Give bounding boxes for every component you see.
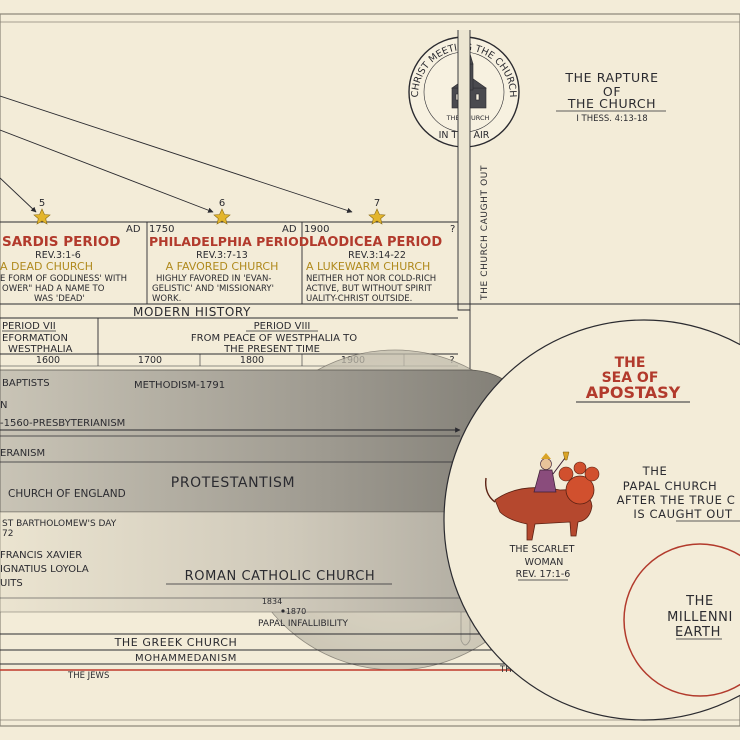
n-label: N [0, 400, 7, 411]
period8-line3: THE PRESENT TIME [223, 344, 320, 355]
philadelphia-reference: REV.3:7-13 [196, 250, 248, 261]
loyola-label: IGNATIUS LOYOLA [0, 564, 89, 575]
xavier-label: FRANCIS XAVIER [0, 550, 82, 561]
paper-border [0, 13, 740, 727]
modern-history-title: MODERN HISTORY [133, 305, 251, 319]
laodicea-reference: REV.3:14-22 [348, 250, 406, 261]
apostasy-line2: SEA OF [602, 370, 659, 386]
period8-line1: PERIOD VIII [254, 321, 311, 332]
laodicea-desc-1: NEITHER HOT NOR COLD-RICH [306, 274, 436, 284]
philadelphia-desc-1: HIGHLY FAVORED IN 'EVAN- [156, 274, 271, 284]
papal-infallibility-label: PAPAL INFALLIBILITY [258, 619, 348, 629]
sardis-desc-1: E FORM OF GODLINESS' WITH [0, 274, 127, 284]
philadelphia-desc-2: GELISTIC' AND 'MISSIONARY' [152, 284, 274, 294]
year-label: 1800 [240, 355, 264, 366]
millennium-line3: EARTH [675, 625, 721, 640]
methodism-label: METHODISM-1791 [134, 380, 225, 391]
year-1870-label: 1870 [286, 607, 306, 616]
sardis-period: 5 AD SARDIS PERIOD REV.3:1-6 A DEAD CHUR… [0, 198, 141, 304]
laodicea-period: 7 1900 ? LAODICEA PERIOD REV.3:14-22 A L… [304, 198, 455, 304]
scarlet-woman-line1: THE SCARLET [509, 544, 575, 555]
jesuits-label: UITS [0, 578, 23, 589]
sardis-number: 5 [39, 198, 45, 209]
year-1834-label: 1834 [262, 597, 282, 606]
philadelphia-era: AD [282, 224, 297, 235]
laodicea-name: LAODICEA PERIOD [309, 235, 442, 250]
philadelphia-desc-3: WORK. [152, 294, 181, 304]
church-of-england-label: CHURCH OF ENGLAND [8, 488, 126, 500]
philadelphia-name: PHILADELPHIA PERIOD [149, 234, 309, 249]
scarlet-woman-beast-illustration [485, 451, 600, 541]
apostasy-line3: APOSTASY [586, 383, 681, 402]
scarlet-woman-line3: REV. 17:1-6 [516, 569, 571, 580]
period-arrow-1 [0, 129, 214, 213]
presbyterianism-label: -1560-PRESBYTERIANISM [0, 418, 125, 429]
rapture-reference: I THESS. 4:13-18 [576, 114, 647, 124]
period8-line2: FROM PEACE OF WESTPHALIA TO [191, 333, 357, 344]
millennium-line2: MILLENNI [667, 610, 733, 625]
period7-line2: EFORMATION [2, 333, 68, 344]
period7-line1: PERIOD VII [2, 321, 56, 332]
protestantism-label: PROTESTANTISM [171, 475, 295, 491]
apostasy-line1: THE [615, 355, 646, 371]
laodicea-subtitle: A LUKEWARM CHURCH [306, 260, 430, 273]
philadelphia-number: 6 [219, 198, 225, 209]
baptists-label: BAPTISTS [2, 378, 50, 389]
philadelphia-period: 6 1750 AD PHILADELPHIA PERIOD REV.3:7-13… [149, 198, 309, 304]
period-arrow-3 [0, 177, 37, 213]
papal-church-line2: PAPAL CHURCH [623, 479, 718, 493]
eranism-label: ERANISM [0, 448, 45, 459]
star-icon [213, 208, 231, 225]
scarlet-woman-line2: WOMAN [525, 557, 564, 568]
year-label: 1700 [138, 355, 162, 366]
jews-left-label: THE JEWS [67, 671, 109, 681]
philadelphia-subtitle: A FAVORED CHURCH [166, 260, 279, 273]
church-caught-out-label: THE CHURCH CAUGHT OUT [480, 165, 490, 301]
sardis-name: SARDIS PERIOD [2, 234, 120, 250]
marker-1870-dot [281, 609, 285, 613]
sardis-era: AD [126, 224, 141, 235]
laodicea-desc-3: UALITY-CHRIST OUTSIDE. [306, 294, 412, 304]
rapture-title-line3: THE CHURCH [567, 96, 656, 111]
greek-church-label: THE GREEK CHURCH [114, 636, 238, 649]
period7-line3: WESTPHALIA [8, 344, 73, 355]
papal-church-line1: THE [642, 464, 668, 478]
bartholomew-label: ST BARTHOLOMEW'S DAY [2, 519, 117, 529]
period-arrow-2 [0, 95, 353, 214]
roman-catholic-label: ROMAN CATHOLIC CHURCH [185, 569, 376, 584]
star-icon [33, 208, 51, 225]
sardis-desc-3: WAS 'DEAD' [34, 294, 85, 304]
sardis-desc-2: OWER" HAD A NAME TO [2, 284, 105, 294]
millennial-earth-circle [623, 543, 740, 697]
rapture-title-line2: OF [603, 84, 621, 99]
star-icon [368, 208, 386, 225]
papal-church-line3: AFTER THE TRUE C [617, 493, 736, 507]
laodicea-desc-2: ACTIVE, BUT WITHOUT SPIRIT [306, 284, 433, 294]
laodicea-start: 1900 [304, 224, 329, 235]
philadelphia-start: 1750 [149, 224, 174, 235]
year-label: 1600 [36, 355, 60, 366]
rapture-title-line1: THE RAPTURE [564, 70, 658, 85]
sardis-reference: REV.3:1-6 [35, 250, 81, 261]
laodicea-end: ? [450, 224, 455, 235]
millennium-line1: THE [685, 594, 714, 609]
bartholomew-year: 72 [2, 529, 13, 539]
laodicea-number: 7 [374, 198, 380, 209]
papal-church-line4: IS CAUGHT OUT [633, 507, 733, 521]
mohammedanism-label: MOHAMMEDANISM [135, 653, 237, 664]
sardis-subtitle: A DEAD CHURCH [0, 260, 93, 273]
